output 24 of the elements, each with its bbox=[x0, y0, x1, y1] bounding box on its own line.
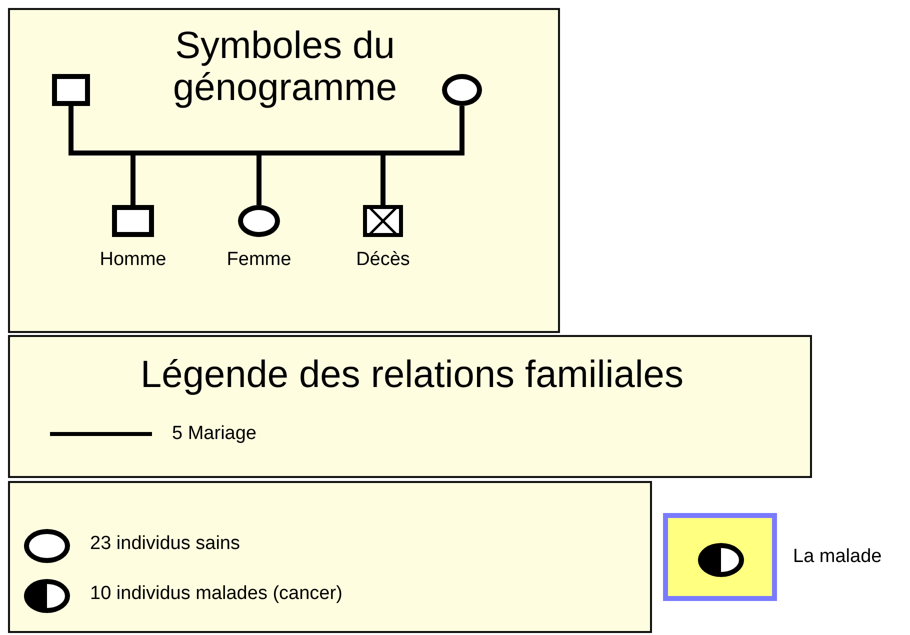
symbol-caption: Homme bbox=[100, 249, 166, 271]
highlight-box bbox=[663, 513, 777, 601]
legend-panel bbox=[8, 335, 812, 478]
symbol-caption: Femme bbox=[226, 249, 292, 271]
family-line bbox=[68, 106, 74, 153]
family-line bbox=[256, 153, 262, 205]
family-line bbox=[68, 150, 464, 156]
symbol-caption: La malade bbox=[793, 546, 882, 568]
symbol-caption: Décès bbox=[356, 249, 410, 271]
family-line bbox=[460, 106, 464, 153]
deceased-symbol bbox=[363, 205, 403, 237]
male-symbol bbox=[112, 205, 154, 237]
female-symbol bbox=[442, 74, 482, 106]
family-line bbox=[380, 153, 386, 205]
male-symbol bbox=[52, 74, 90, 106]
legend-label: 23 individus sains bbox=[90, 533, 240, 555]
family-line bbox=[130, 153, 136, 205]
panel-title: Symboles du génogramme bbox=[172, 26, 398, 110]
legend-label: 10 individus malades (cancer) bbox=[90, 583, 342, 605]
female-symbol bbox=[238, 205, 280, 237]
symbols-panel bbox=[8, 8, 560, 333]
affected-symbol bbox=[698, 543, 744, 577]
legend-label: 5 Mariage bbox=[172, 423, 256, 445]
panel-title: Légende des relations familiales bbox=[140, 355, 684, 397]
